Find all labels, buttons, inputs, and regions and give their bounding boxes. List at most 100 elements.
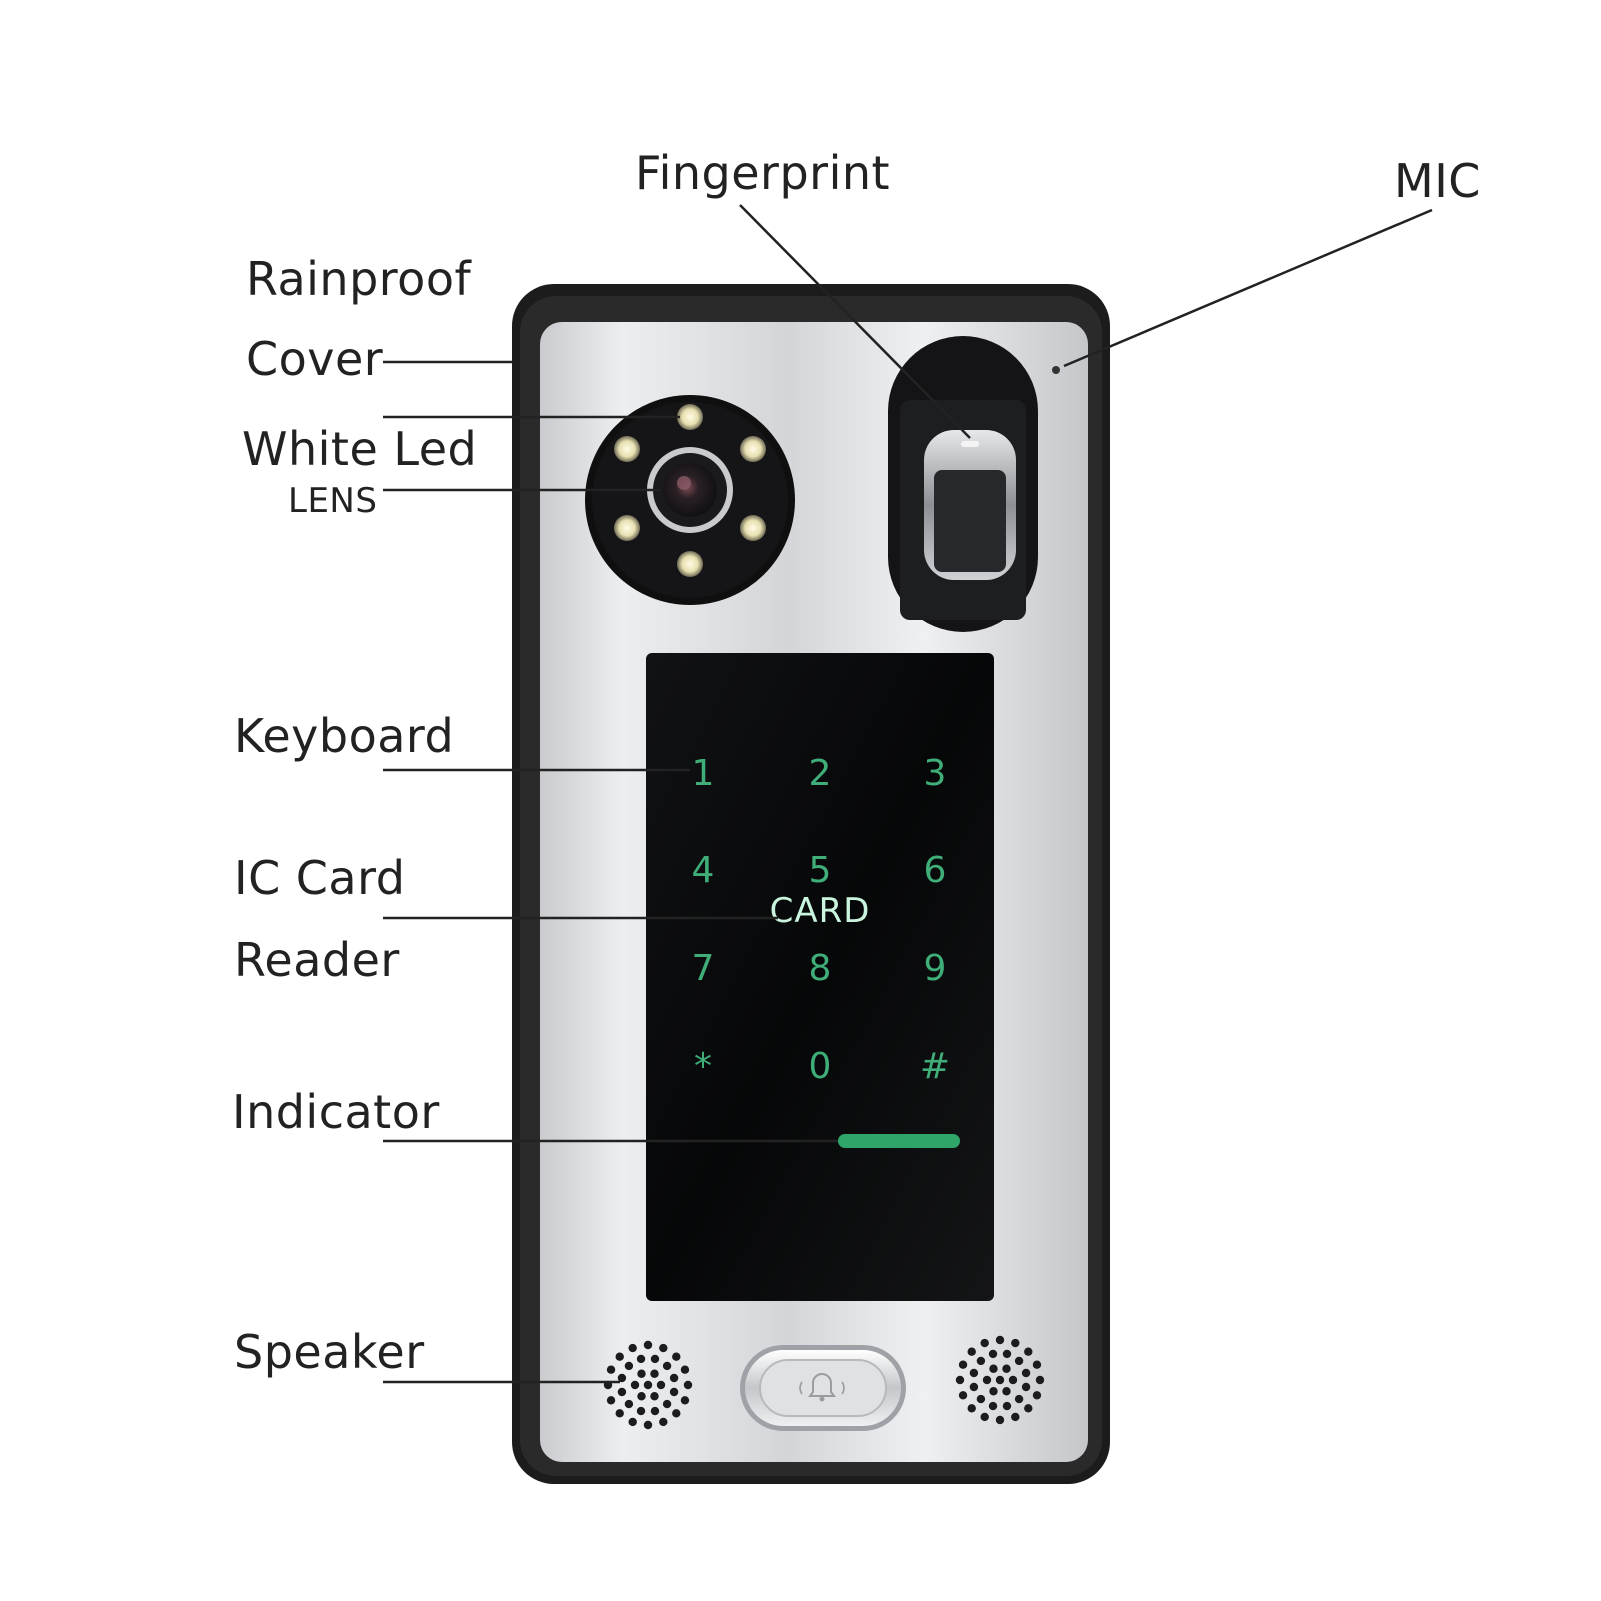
led-icon (740, 515, 766, 541)
keypad-key[interactable]: 7 (692, 948, 715, 989)
call-button (740, 1345, 906, 1431)
speaker-hole (672, 1352, 681, 1361)
label-speaker: Speaker (234, 1325, 425, 1379)
speaker-hole (659, 1343, 668, 1353)
led-icon (677, 551, 703, 577)
speaker-hole (1014, 1394, 1024, 1404)
speaker-hole (680, 1365, 690, 1374)
speaker-hole (624, 1361, 634, 1371)
speaker-hole (1024, 1347, 1033, 1356)
keypad-key[interactable]: 2 (809, 753, 832, 794)
speaker-hole (1011, 1338, 1020, 1348)
speaker-hole (680, 1396, 690, 1405)
speaker-hole (967, 1347, 976, 1356)
speaker-hole (958, 1360, 968, 1369)
label-fingerprint: Fingerprint (635, 146, 891, 200)
card-reader-label: CARD (770, 891, 871, 931)
speaker-hole (969, 1382, 979, 1392)
led-icon (614, 436, 640, 462)
speaker-hole (628, 1343, 637, 1353)
label-lens: LENS (288, 481, 378, 521)
speaker-hole (1011, 1412, 1020, 1422)
speaker-hole (636, 1354, 646, 1364)
leader-mic (1063, 208, 1433, 368)
speaker-hole (643, 1380, 653, 1390)
speaker-hole (1002, 1349, 1012, 1359)
speaker-hole (1021, 1382, 1031, 1392)
speaker-hole (1014, 1356, 1024, 1366)
white-led-ring (614, 404, 766, 577)
speaker-hole (958, 1391, 968, 1400)
speaker-hole (650, 1354, 660, 1364)
speaker-hole (617, 1387, 627, 1397)
led-icon (740, 436, 766, 462)
speaker-hole (662, 1361, 672, 1371)
speaker-grille-right (955, 1335, 1045, 1425)
speaker-hole (662, 1399, 672, 1409)
speaker-hole (988, 1401, 998, 1411)
speaker-hole (995, 1335, 1005, 1345)
keypad-key[interactable]: * (694, 1046, 712, 1087)
camera-module (585, 395, 795, 605)
speaker-hole (980, 1412, 989, 1422)
speaker-hole (617, 1373, 627, 1383)
keypad-key[interactable]: 3 (924, 753, 947, 794)
speaker-hole (1035, 1375, 1045, 1385)
speaker-hole (656, 1380, 666, 1390)
keypad-panel: 1 2 3 4 5 6 7 8 9 * 0 # CARD (646, 653, 994, 1301)
speaker-hole (1002, 1401, 1012, 1411)
speaker-hole (1021, 1368, 1031, 1378)
speaker-hole (1002, 1387, 1011, 1396)
speaker-hole (637, 1392, 646, 1401)
keypad-key[interactable]: 4 (692, 850, 715, 891)
bell-icon (799, 1373, 845, 1402)
keypad-key[interactable]: 0 (809, 1046, 832, 1087)
speaker-hole (1032, 1391, 1042, 1400)
led-icon (677, 404, 703, 430)
speaker-hole (628, 1417, 637, 1427)
speaker-hole (683, 1380, 693, 1390)
fingerprint-module (888, 336, 1038, 632)
label-rainproof: Rainproof (246, 252, 472, 306)
indicator-light (838, 1134, 960, 1148)
speaker-hole (1032, 1360, 1042, 1369)
keypad-keys: 1 2 3 4 5 6 7 8 9 * 0 # (692, 753, 951, 1087)
speaker-hole (606, 1396, 616, 1405)
mic-hole (1052, 366, 1060, 374)
speaker-hole (976, 1356, 986, 1366)
speaker-hole (650, 1406, 660, 1416)
label-reader: Reader (234, 933, 400, 987)
keypad-key[interactable]: 5 (809, 850, 832, 891)
speaker-hole (967, 1404, 976, 1413)
label-indicator: Indicator (232, 1085, 440, 1139)
keypad-key[interactable]: 9 (924, 948, 947, 989)
speaker-hole (672, 1409, 681, 1418)
keypad-key[interactable]: 6 (924, 850, 947, 891)
led-icon (614, 515, 640, 541)
label-white-led: White Led (242, 422, 478, 476)
speaker-hole (989, 1387, 998, 1396)
speaker-hole (1008, 1375, 1018, 1385)
speaker-hole (615, 1409, 624, 1418)
speaker-hole (988, 1349, 998, 1359)
speaker-hole (630, 1380, 640, 1390)
keypad-key[interactable]: 8 (809, 948, 832, 989)
speaker-hole (624, 1399, 634, 1409)
speaker-hole (669, 1373, 679, 1383)
speaker-hole (615, 1352, 624, 1361)
speaker-hole (995, 1415, 1005, 1425)
speaker-hole (659, 1417, 668, 1427)
speaker-hole (643, 1420, 653, 1430)
label-mic: MIC (1394, 154, 1481, 208)
leader-fingerprint (739, 204, 971, 439)
speaker-hole (650, 1369, 659, 1378)
speaker-hole (989, 1364, 998, 1373)
speaker-grille-left (603, 1340, 693, 1430)
speaker-hole (982, 1375, 992, 1385)
keypad-key[interactable]: 1 (692, 753, 715, 794)
speaker-hole (637, 1369, 646, 1378)
keypad-key[interactable]: # (920, 1046, 950, 1087)
leader-lines (383, 204, 1433, 1384)
label-ic-card: IC Card (234, 851, 406, 905)
